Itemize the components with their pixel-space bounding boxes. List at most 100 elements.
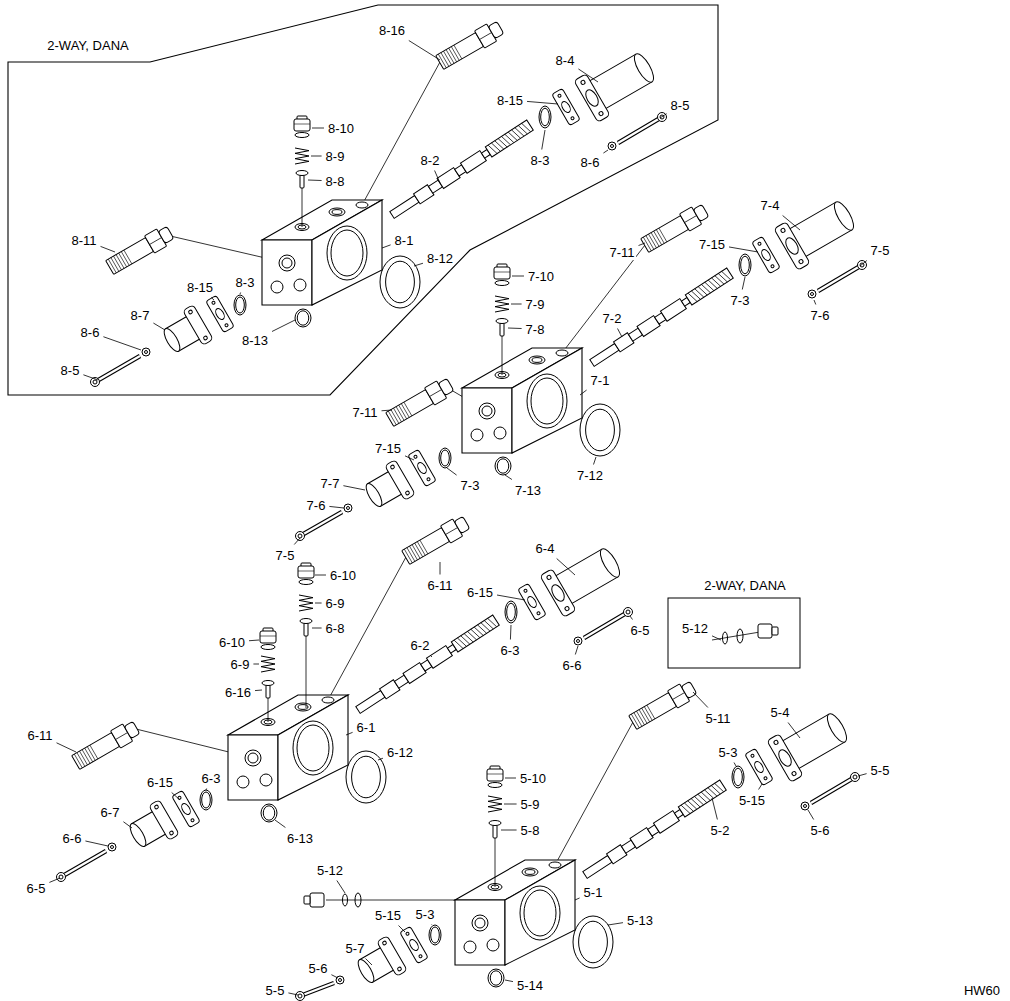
callout-number: 5-3 xyxy=(415,907,436,922)
o-ring xyxy=(573,916,613,968)
valve-section-body xyxy=(455,860,575,965)
leader-line xyxy=(497,595,525,600)
leader-line xyxy=(742,277,745,290)
leader-line xyxy=(57,743,76,752)
thread-line xyxy=(119,253,127,267)
o-ring xyxy=(505,601,517,623)
gasket-plate xyxy=(518,583,546,620)
callout-number: 7-8 xyxy=(525,322,546,337)
callout-number: 8-2 xyxy=(420,153,441,168)
callout-number: 5-11 xyxy=(704,711,731,726)
gasket xyxy=(172,790,200,827)
callout-number: 5-6 xyxy=(810,823,831,838)
flange-hole xyxy=(390,465,395,470)
leader-line xyxy=(510,625,512,640)
o-ring xyxy=(352,756,381,798)
check-o-ring xyxy=(495,281,509,286)
spool-spring xyxy=(498,137,507,149)
callout-number: 8-7 xyxy=(130,308,151,323)
callout-number: 7-1 xyxy=(590,373,611,388)
leader-line xyxy=(312,128,324,129)
leader-line xyxy=(103,337,141,350)
callout-number: 5-12 xyxy=(681,621,709,636)
callout-number: 8-3 xyxy=(235,275,256,290)
leader-line xyxy=(511,304,522,305)
work-port xyxy=(271,281,283,293)
callout-number: 8-4 xyxy=(555,53,576,68)
work-port xyxy=(245,750,261,766)
bolt xyxy=(61,851,106,877)
leader-line xyxy=(505,475,512,480)
spool-spring xyxy=(454,639,463,651)
leader-line xyxy=(85,841,108,846)
leader-line xyxy=(83,375,98,380)
leader-line xyxy=(315,575,326,576)
callout-number: 8-6 xyxy=(580,155,601,170)
leader-line xyxy=(447,468,457,475)
plug-o-ring xyxy=(355,893,361,907)
thread-line xyxy=(388,411,396,425)
callout-number: 6-9 xyxy=(230,657,251,672)
leader-line xyxy=(618,329,622,338)
callout-number: 7-10 xyxy=(527,269,555,284)
washer xyxy=(801,802,809,810)
spool-spring xyxy=(474,625,483,637)
o-ring xyxy=(488,969,504,987)
thread-line xyxy=(643,237,651,251)
leader-line xyxy=(211,298,214,301)
body-side-face xyxy=(512,348,582,453)
body-side-face xyxy=(312,200,382,305)
check-o-ring xyxy=(488,783,502,788)
cap-bore xyxy=(549,583,567,604)
bolt xyxy=(95,356,140,382)
leader-line xyxy=(527,101,558,104)
leader-line xyxy=(172,793,180,801)
leader-line xyxy=(734,763,736,767)
leader-line xyxy=(639,243,645,246)
leader-line xyxy=(808,810,814,820)
leader-line xyxy=(346,732,353,735)
variant-note: 2-WAY, DANA xyxy=(46,38,129,53)
thread-line xyxy=(636,711,644,725)
assembly-line xyxy=(268,698,269,722)
work-port xyxy=(494,427,506,439)
callout-number: 8-11 xyxy=(70,233,97,248)
bolt xyxy=(95,356,140,382)
leader-line xyxy=(206,789,208,791)
thread-line xyxy=(446,50,454,64)
cap-flange xyxy=(377,936,407,977)
bolt xyxy=(61,851,106,877)
callout-number: 7-6 xyxy=(306,498,327,513)
callout-number: 7-7 xyxy=(320,476,341,491)
bolt-head xyxy=(851,773,860,782)
assembly-line xyxy=(555,722,633,865)
check-cap-edge xyxy=(494,272,510,273)
cap-flange xyxy=(774,222,810,271)
thread-line xyxy=(90,745,98,759)
callout-number: 8-10 xyxy=(327,121,355,136)
thread-line xyxy=(639,710,647,724)
gasket-hole xyxy=(413,455,417,459)
callout-number: 8-8 xyxy=(325,174,346,189)
assembly-line xyxy=(712,632,760,640)
spool xyxy=(355,615,500,715)
spool-spring xyxy=(708,786,717,798)
flange-hole xyxy=(405,491,410,496)
callout-number: 6-3 xyxy=(201,771,222,786)
o-ring xyxy=(297,311,309,325)
plug xyxy=(310,893,324,907)
thread-line xyxy=(401,404,409,418)
o-ring xyxy=(441,450,450,466)
gasket-hole xyxy=(190,818,194,822)
spool-land xyxy=(685,268,733,305)
cap-flange xyxy=(183,305,213,346)
bore-recess xyxy=(524,890,556,936)
o-ring xyxy=(507,603,516,621)
thread-line xyxy=(438,54,446,68)
poppet-head xyxy=(296,171,308,176)
callout-number: 8-5 xyxy=(60,363,81,378)
gasket-hole xyxy=(526,595,538,609)
thread-line xyxy=(420,540,428,554)
gasket-hole xyxy=(408,938,420,952)
